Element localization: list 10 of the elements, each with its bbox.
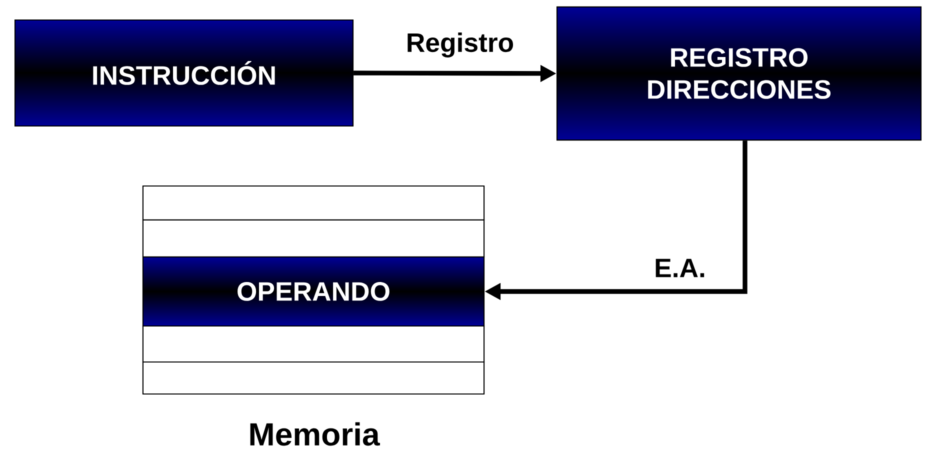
caption-label: Memoria <box>250 422 380 446</box>
edge-label: Registro <box>408 32 514 58</box>
register-box: REGISTRO DIRECCIONES <box>556 6 922 141</box>
memory-cell <box>142 361 485 395</box>
memory-cell <box>142 219 485 258</box>
memory-cell <box>142 185 485 221</box>
memory-cell: OPERANDO <box>142 256 485 327</box>
register-box: INSTRUCCIÓN <box>14 19 354 127</box>
memory-cell <box>142 325 485 363</box>
edge-label: E.A. <box>656 258 704 278</box>
